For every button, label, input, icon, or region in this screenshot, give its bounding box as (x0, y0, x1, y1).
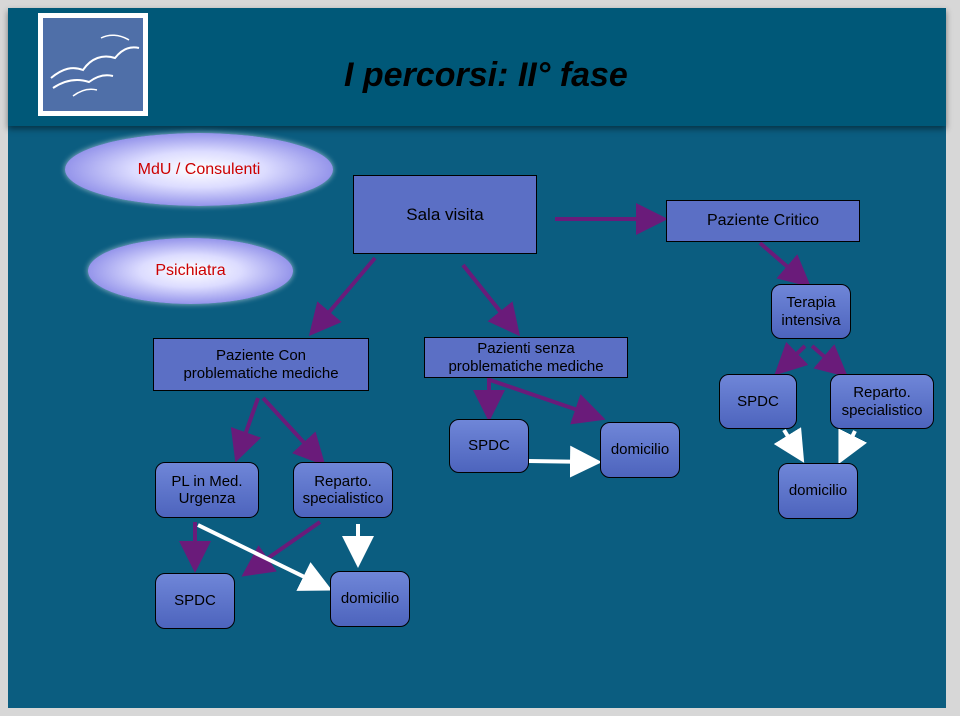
arrow-critico-to-terapia (758, 241, 812, 288)
arrow-con-to-pl (230, 397, 262, 463)
paziente-con-box: Paziente Con problematiche mediche (153, 338, 369, 391)
arrow-terapia-to-spdc (774, 341, 809, 376)
spdc-mid-label: SPDC (468, 437, 510, 455)
arrow-spdc-to-domicilio-mid (527, 445, 602, 478)
terapia-intensiva-label: Terapia intensiva (781, 294, 841, 329)
spdc-right-box: SPDC (719, 374, 797, 429)
paziente-con-label: Paziente Con problematiche mediche (183, 347, 339, 382)
spdc-bottom-label: SPDC (174, 592, 216, 610)
paziente-critico-box: Paziente Critico (666, 200, 860, 242)
pazienti-senza-label: Pazienti senza problematiche mediche (448, 340, 604, 375)
domicilio-bottom-label: domicilio (340, 590, 400, 608)
page-title: I percorsi: II° fase (344, 56, 628, 94)
logo (38, 13, 148, 116)
arrow-senza-to-domicilio (489, 378, 606, 425)
sala-visita-box: Sala visita (353, 175, 537, 254)
arrow-reparto-right-to-domicilio (838, 428, 868, 465)
pl-med-urgenza-box: PL in Med. Urgenza (155, 462, 259, 518)
arrow-terapia-to-reparto (810, 344, 849, 378)
source-psichiatra-oval: Psichiatra (88, 238, 293, 304)
source-psichiatra-label: Psichiatra (155, 262, 226, 279)
reparto-right-box: Reparto. specialistico (830, 374, 934, 429)
pl-med-urgenza-label: PL in Med. Urgenza (171, 472, 243, 507)
hands-logo-icon (43, 18, 143, 111)
domicilio-bottom-box: domicilio (330, 571, 410, 627)
arrow-sala-to-senza (461, 263, 520, 337)
terapia-intensiva-box: Terapia intensiva (771, 284, 851, 339)
domicilio-mid-box: domicilio (600, 422, 680, 478)
pazienti-senza-box: Pazienti senza problematiche mediche (424, 337, 628, 378)
source-mdu-oval: MdU / Consulenti (65, 133, 333, 206)
reparto-right-label: Reparto. specialistico (841, 384, 923, 419)
reparto-left-label: Reparto. specialistico (302, 472, 384, 507)
arrow-reparto-to-spdc (241, 520, 322, 577)
domicilio-mid-label: domicilio (610, 441, 670, 459)
spdc-right-label: SPDC (737, 392, 779, 410)
arrow-spdc-right-to-domicilio (773, 427, 805, 463)
arrow-pl-to-domicilio-bottom (197, 523, 333, 591)
reparto-left-box: Reparto. specialistico (293, 462, 393, 518)
paziente-critico-label: Paziente Critico (706, 211, 820, 229)
sala-visita-label: Sala visita (406, 204, 484, 224)
domicilio-right-label: domicilio (788, 482, 848, 500)
domicilio-right-box: domicilio (778, 463, 858, 519)
spdc-bottom-box: SPDC (155, 573, 235, 629)
source-mdu-label: MdU / Consulenti (137, 160, 261, 178)
arrow-sala-to-con (308, 256, 377, 337)
spdc-mid-box: SPDC (449, 419, 529, 473)
arrow-con-to-reparto (261, 396, 326, 466)
header-bar: I percorsi: II° fase (8, 8, 946, 126)
